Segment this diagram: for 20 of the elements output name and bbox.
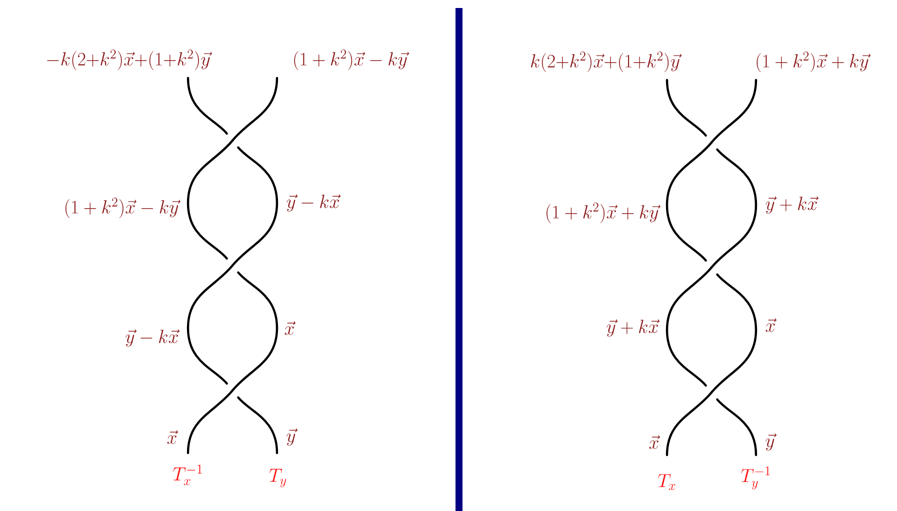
strand-label: $(1+k^2)\vec{x}+k\vec{y}$ <box>546 202 661 224</box>
strand-label: $\vec{y}$ <box>286 428 298 446</box>
strand-label: $\vec{y}-k\vec{x}$ <box>286 194 341 212</box>
generator-label: $T_y^{-1}$ <box>741 466 770 490</box>
generator-label: $T_x^{-1}$ <box>173 464 202 486</box>
strand-label: $\vec{x}$ <box>649 435 660 449</box>
strand-label: $\vec{y}+k\vec{x}$ <box>606 319 660 337</box>
strand-label: $\vec{x}$ <box>284 321 296 335</box>
strand-label: $k(2{+}k^2)\vec{x}{+}(1{+}k^2)\vec{y}$ <box>531 52 682 72</box>
strand-label: $(1+k^2)\vec{x}+k\vec{y}$ <box>756 52 871 72</box>
strand-label: $-k(2{+}k^2)\vec{x}{+}(1{+}k^2)\vec{y}$ <box>47 50 212 70</box>
strand-label: $\vec{y}+k\vec{x}$ <box>766 196 819 214</box>
strand-label: $\vec{y}$ <box>766 433 777 451</box>
generator-label: $T_x$ <box>658 474 676 490</box>
strand-label: $(1+k^2)\vec{x}-k\vec{y}$ <box>294 50 410 70</box>
strand-label: $(1+k^2)\vec{x}-k\vec{y}$ <box>65 198 181 218</box>
generator-label: $T_y$ <box>269 468 286 488</box>
strand-label: $\vec{x}$ <box>167 430 178 444</box>
strand-label: $\vec{y}-k\vec{x}$ <box>126 329 180 347</box>
strand-label: $\vec{x}$ <box>766 318 777 332</box>
